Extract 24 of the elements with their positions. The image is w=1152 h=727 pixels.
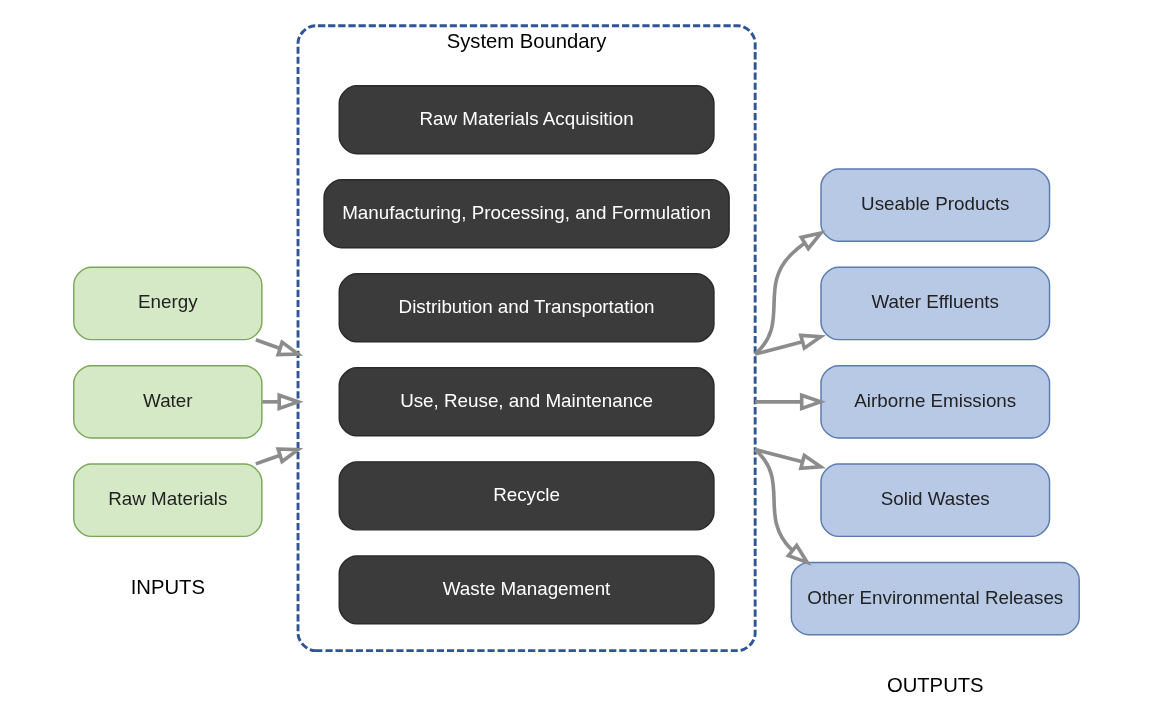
arrow: [254, 338, 303, 357]
node-box: Waste Management: [338, 555, 715, 625]
node-box: Solid Wastes: [819, 463, 1050, 538]
arrow: [254, 447, 303, 466]
arrow: [261, 392, 303, 411]
node-box: Energy: [72, 266, 263, 341]
label: INPUTS: [130, 575, 205, 598]
arrow: [753, 448, 811, 566]
arrow: [753, 230, 825, 356]
node-box: Manufacturing, Processing, and Formulation: [322, 179, 730, 249]
label: OUTPUTS: [886, 674, 984, 697]
node-box: Raw Materials Acquisition: [338, 85, 715, 155]
arrow: [754, 447, 826, 471]
node-box: Distribution and Transportation: [338, 273, 715, 343]
arrow: [754, 333, 826, 356]
node-box: Water Effluents: [819, 266, 1050, 341]
node-box: Airborne Emissions: [819, 364, 1050, 439]
node-box: Useable Products: [819, 168, 1050, 242]
node-box: Other Environmental Releases: [790, 561, 1080, 636]
arrow: [754, 392, 826, 411]
node-box: Raw Materials: [72, 463, 263, 538]
node-box: Recycle: [338, 461, 715, 531]
node-box: Use, Reuse, and Maintenance: [338, 367, 715, 437]
node-box: Water: [72, 364, 263, 439]
